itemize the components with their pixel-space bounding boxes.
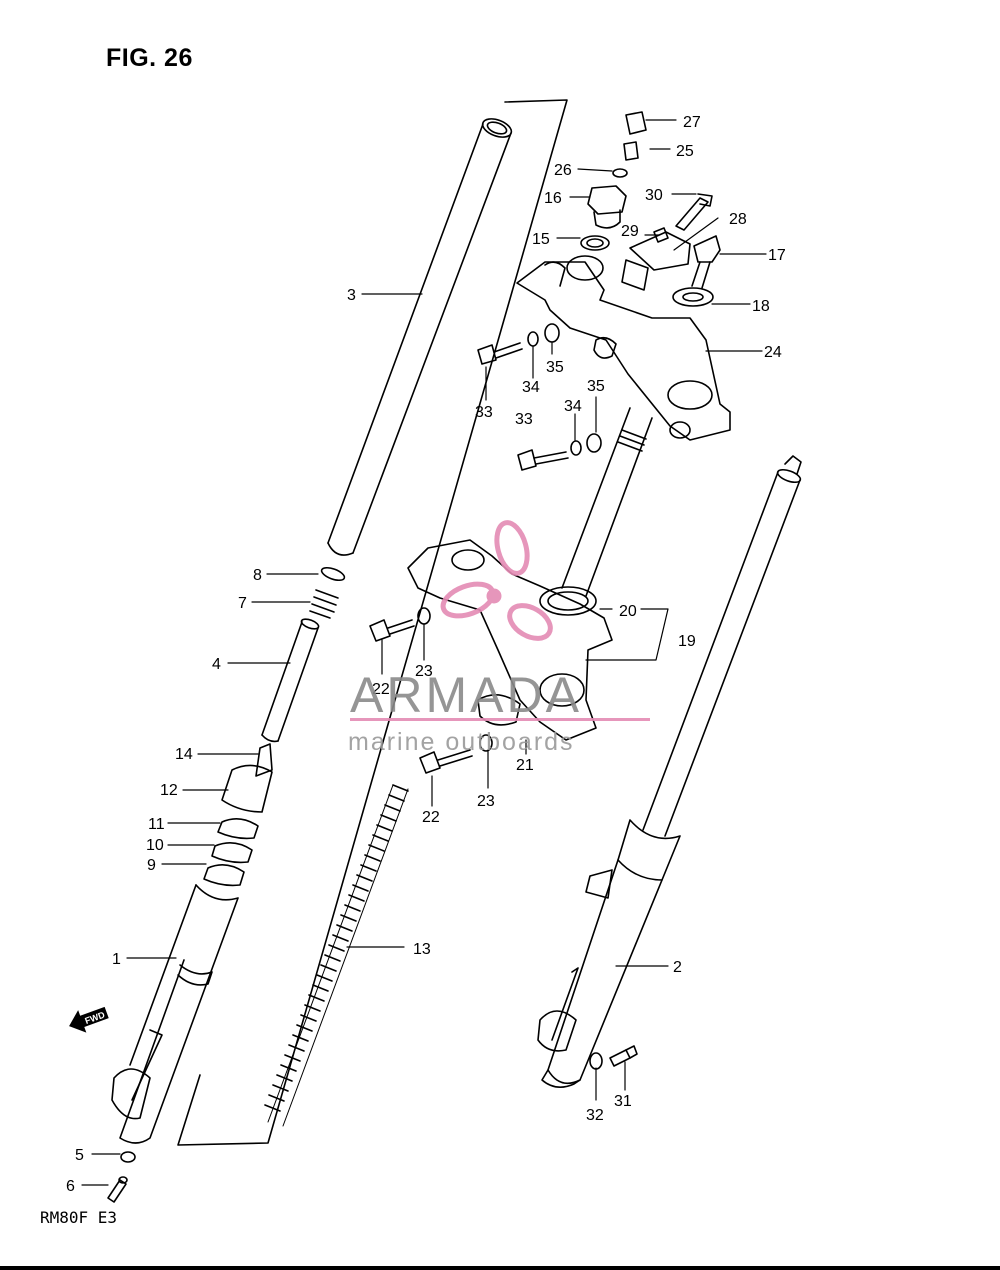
callout-13: 13 bbox=[413, 941, 431, 958]
lower-washer-right bbox=[479, 734, 493, 752]
callout-35a: 35 bbox=[546, 359, 564, 376]
lock-washer-middle bbox=[570, 440, 582, 456]
callout-6: 6 bbox=[66, 1178, 75, 1195]
forward-arrow-icon: FWD bbox=[69, 1006, 109, 1033]
callout-26: 26 bbox=[554, 162, 572, 179]
callout-4: 4 bbox=[212, 656, 221, 673]
stem-washer bbox=[580, 235, 610, 251]
callout-30: 30 bbox=[645, 187, 663, 204]
pinch-bolt-middle bbox=[517, 449, 569, 471]
holder-nut bbox=[653, 227, 669, 243]
watermark-tagline: marine outboards bbox=[348, 728, 575, 756]
callout-33b: 33 bbox=[515, 411, 533, 428]
callout-12: 12 bbox=[160, 782, 178, 799]
damper-rod bbox=[261, 618, 320, 743]
right-fork-assembly bbox=[537, 455, 802, 1088]
seal-stack bbox=[203, 743, 273, 887]
plain-washer-upper bbox=[544, 323, 560, 343]
callout-27: 27 bbox=[683, 114, 701, 131]
axle-bolt bbox=[609, 1045, 638, 1067]
axle-washer bbox=[589, 1052, 603, 1070]
callout-33a: 33 bbox=[475, 404, 493, 421]
callout-5: 5 bbox=[75, 1147, 84, 1164]
callout-32: 32 bbox=[586, 1107, 604, 1124]
callout-10: 10 bbox=[146, 837, 164, 854]
pinch-bolt-upper bbox=[477, 342, 523, 365]
callout-11: 11 bbox=[148, 816, 165, 833]
callout-34b: 34 bbox=[564, 398, 582, 415]
figure-title: FIG. 26 bbox=[106, 44, 193, 72]
steering-stem bbox=[539, 407, 653, 616]
socket-bolt bbox=[107, 1176, 128, 1203]
leader-lines bbox=[81, 119, 767, 1186]
plain-washer-middle bbox=[586, 433, 602, 453]
model-code: RM80F E3 bbox=[40, 1208, 118, 1227]
handlebar-holder bbox=[629, 231, 691, 271]
callout-3: 3 bbox=[347, 287, 356, 304]
callout-1: 1 bbox=[112, 951, 121, 968]
callout-20: 20 bbox=[619, 603, 637, 620]
callout-14: 14 bbox=[175, 746, 193, 763]
lower-pinch-bolt-right bbox=[419, 749, 473, 774]
callout-34a: 34 bbox=[522, 379, 540, 396]
callout-25: 25 bbox=[676, 143, 694, 160]
stem-bolt bbox=[691, 235, 721, 289]
callout-18: 18 bbox=[752, 298, 770, 315]
lower-pinch-bolt-left bbox=[369, 619, 415, 642]
callout-17: 17 bbox=[768, 247, 786, 264]
callout-15: 15 bbox=[532, 231, 550, 248]
page-bottom-rule bbox=[0, 1266, 1000, 1270]
lock-washer-upper bbox=[527, 331, 539, 347]
inner-fork-tube bbox=[327, 118, 513, 556]
callout-21: 21 bbox=[516, 757, 534, 774]
fwd-label: FWD bbox=[83, 1009, 106, 1026]
drain-washer bbox=[120, 1151, 136, 1163]
callout-16: 16 bbox=[544, 190, 562, 207]
upper-bracket bbox=[516, 255, 731, 441]
callout-19: 19 bbox=[678, 633, 696, 650]
stem-nut bbox=[587, 185, 627, 229]
holder-bolt bbox=[675, 193, 713, 231]
callout-9: 9 bbox=[147, 857, 156, 874]
watermark-logo bbox=[440, 520, 553, 641]
callout-labels: 1 2 3 4 5 6 7 8 9 10 11 12 13 14 15 16 1… bbox=[66, 114, 786, 1195]
left-leg-assembly-frame bbox=[177, 99, 568, 1146]
callout-24: 24 bbox=[764, 344, 782, 361]
fork-spring bbox=[264, 784, 409, 1127]
callout-23b: 23 bbox=[477, 793, 495, 810]
stem-bolt-washer bbox=[672, 287, 714, 307]
callout-28: 28 bbox=[729, 211, 747, 228]
callout-2: 2 bbox=[673, 959, 682, 976]
watermark-divider bbox=[350, 718, 650, 721]
callout-7: 7 bbox=[238, 595, 247, 612]
watermark: ARMADA marine outboards bbox=[348, 520, 650, 756]
spring-seat-and-rebound-spring bbox=[309, 566, 346, 619]
callout-29: 29 bbox=[621, 223, 639, 240]
callout-22b: 22 bbox=[422, 809, 440, 826]
callout-22a: 22 bbox=[372, 681, 390, 698]
left-outer-tube bbox=[111, 884, 239, 1144]
callout-8: 8 bbox=[253, 567, 262, 584]
watermark-name: ARMADA bbox=[350, 667, 582, 723]
callout-23a: 23 bbox=[415, 663, 433, 680]
callout-31: 31 bbox=[614, 1093, 632, 1110]
callout-35b: 35 bbox=[587, 378, 605, 395]
air-valve-cap bbox=[612, 111, 647, 178]
